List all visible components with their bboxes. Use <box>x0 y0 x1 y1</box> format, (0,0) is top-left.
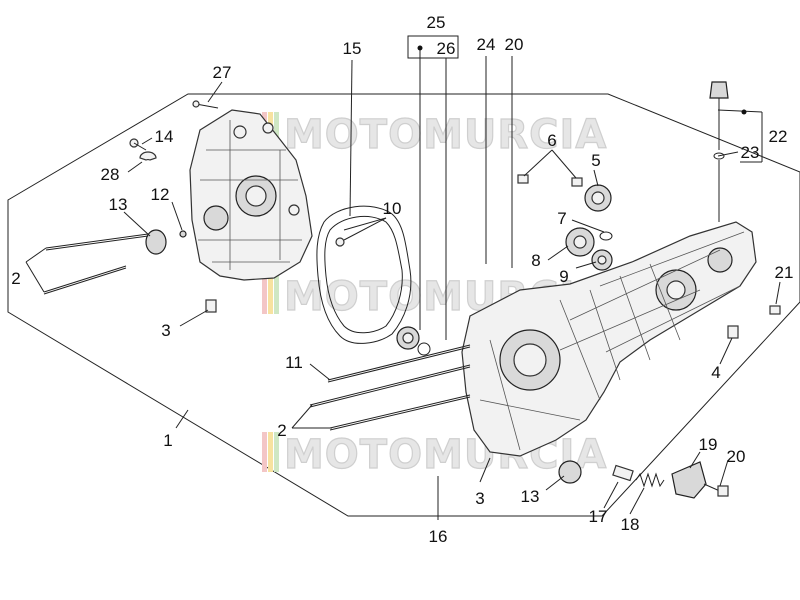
stud-2-left <box>43 233 149 295</box>
bushing-13-left <box>145 229 167 255</box>
callout-19: 19 <box>699 435 718 454</box>
bolt-27 <box>192 100 219 109</box>
callout-17: 17 <box>589 507 608 526</box>
callout-7: 7 <box>557 209 566 228</box>
callout-25: 25 <box>427 13 446 32</box>
watermark-text-top: MOTOMURCIA <box>284 112 607 158</box>
bearing-8 <box>565 227 595 257</box>
callout-24: 24 <box>477 35 496 54</box>
callout-6: 6 <box>547 131 556 150</box>
dowel-3-left <box>205 299 217 313</box>
callout-13-left: 13 <box>109 195 128 214</box>
callout-13-right: 13 <box>521 487 540 506</box>
bearing-5 <box>584 184 612 212</box>
callout-20-bottom: 20 <box>727 447 746 466</box>
dowel-4 <box>727 325 739 339</box>
dowel-12 <box>179 230 187 238</box>
left-crankcase-half <box>189 109 313 281</box>
bracket-19 <box>671 461 707 499</box>
pin-6 <box>517 174 583 187</box>
callout-4: 4 <box>711 363 720 382</box>
pin-17 <box>612 464 634 482</box>
callout-14: 14 <box>155 127 174 146</box>
dipstick-22 <box>709 81 729 222</box>
seal-26 <box>396 326 431 356</box>
callout-15: 15 <box>343 39 362 58</box>
callout-10: 10 <box>383 199 402 218</box>
bolt-20-lower <box>703 483 729 497</box>
leader-lines <box>25 35 781 520</box>
crankcase-gasket <box>316 205 412 344</box>
bushing-13-right <box>558 460 582 484</box>
callout-20-top: 20 <box>505 35 524 54</box>
circlip-7 <box>599 231 613 241</box>
callout-27: 27 <box>213 63 232 82</box>
callout-labels: 1 2 2 3 3 4 5 6 7 8 9 10 11 12 13 13 14 … <box>11 13 793 546</box>
callout-18: 18 <box>621 515 640 534</box>
dowel-10 <box>335 237 345 247</box>
watermark-top: MOTOMURCIA <box>262 111 607 159</box>
assembly-outline <box>7 93 800 517</box>
half-ring-28 <box>139 151 157 161</box>
stud-2-right <box>309 364 471 431</box>
callout-11: 11 <box>285 353 303 372</box>
callout-8: 8 <box>531 251 540 270</box>
callout-2-left: 2 <box>11 269 20 288</box>
callout-28: 28 <box>101 165 120 184</box>
screw-14 <box>129 138 147 151</box>
callout-23: 23 <box>741 143 760 162</box>
callout-12: 12 <box>151 185 170 204</box>
callout-22: 22 <box>769 127 788 146</box>
callout-3-left: 3 <box>161 321 170 340</box>
callout-3-right: 3 <box>475 489 484 508</box>
right-crankcase-half <box>461 221 757 457</box>
dowel-21 <box>769 305 781 315</box>
callout-21: 21 <box>775 263 794 282</box>
callout-2-right: 2 <box>277 421 286 440</box>
seal-9 <box>591 249 613 271</box>
callout-1: 1 <box>163 431 172 450</box>
callout-9: 9 <box>559 267 568 286</box>
callout-26: 26 <box>437 39 456 58</box>
spring-18 <box>635 472 665 488</box>
stud-11 <box>327 344 471 383</box>
callout-5: 5 <box>591 151 600 170</box>
callout-16: 16 <box>429 527 448 546</box>
